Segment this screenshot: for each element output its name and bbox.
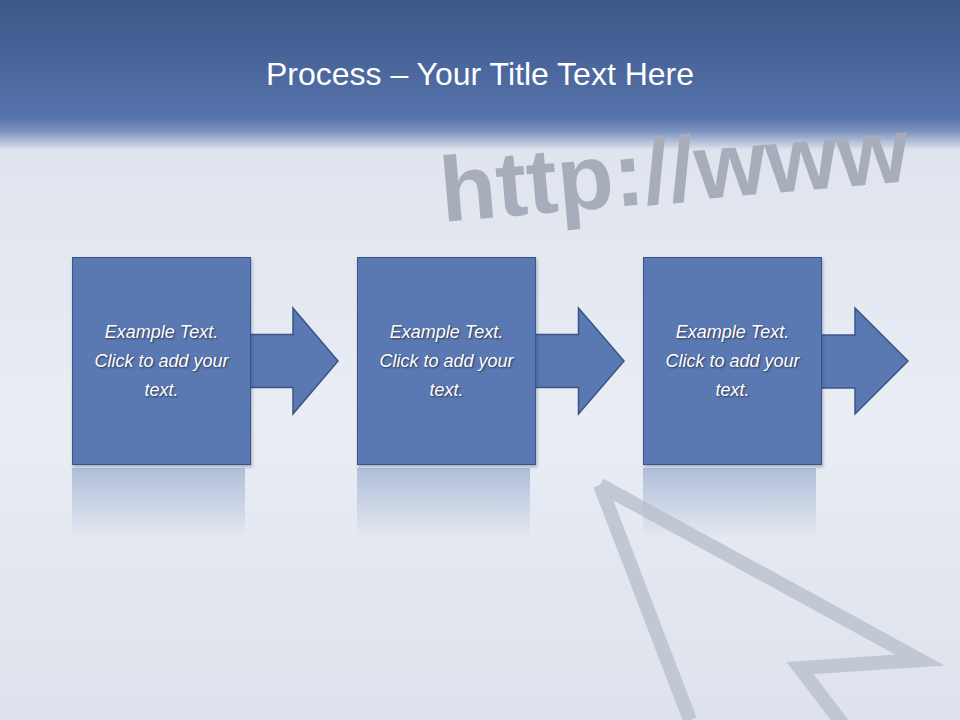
watermark: http://www — [436, 99, 913, 240]
process-box: Example Text. Click to add your text. — [643, 257, 822, 465]
slide-title: Process – Your Title Text Here — [0, 52, 960, 96]
reflections — [72, 468, 816, 538]
cursor-illustration — [600, 485, 920, 720]
block-arrow — [812, 308, 908, 414]
process-box: Example Text. Click to add your text. — [357, 257, 536, 465]
box-text: Example Text. Click to add your text. — [644, 318, 821, 405]
box-text: Example Text. Click to add your text. — [73, 318, 250, 405]
block-arrow — [533, 308, 624, 414]
box-text: Example Text. Click to add your text. — [358, 318, 535, 405]
block-arrow — [248, 308, 338, 414]
process-box: Example Text. Click to add your text. — [72, 257, 251, 465]
